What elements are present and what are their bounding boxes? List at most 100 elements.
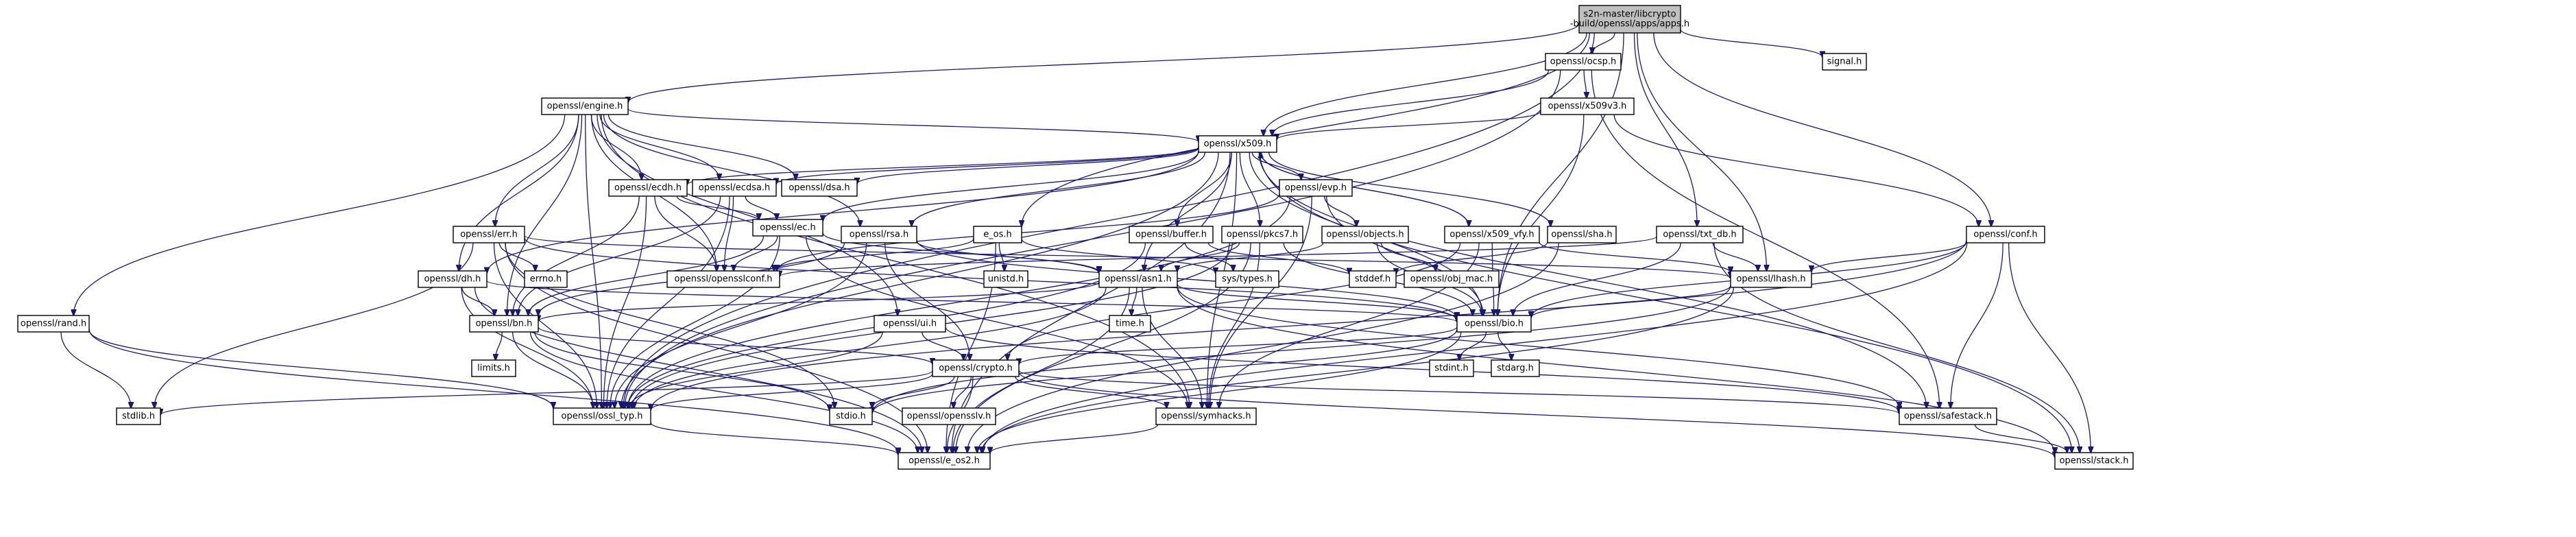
node-box [116, 407, 161, 425]
edge-engine-to-rand [73, 114, 566, 315]
node-buffer[interactable]: openssl/buffer.h [1129, 226, 1214, 243]
node-ocsp[interactable]: openssl/ocsp.h [1545, 53, 1622, 71]
node-time: time.h [1109, 315, 1151, 333]
node-objects[interactable]: openssl/objects.h [1321, 226, 1409, 243]
edge-x509-to-pkcs7 [1239, 152, 1260, 226]
edge-sha-to-stddef [1396, 241, 1548, 274]
node-limits: limits.h [471, 359, 516, 377]
node-txt-db[interactable]: openssl/txt_db.h [1656, 226, 1744, 243]
node-box [1155, 407, 1257, 425]
node-e-os[interactable]: e_os.h [973, 226, 1022, 243]
node-box [781, 179, 858, 197]
node-box [2054, 452, 2134, 470]
node-opensslv[interactable]: openssl/opensslv.h [902, 407, 996, 425]
node-ec[interactable]: openssl/ec.h [752, 219, 823, 237]
node-unistd: unistd.h [983, 270, 1028, 288]
node-ui[interactable]: openssl/ui.h [874, 315, 946, 333]
edge-err-to-errno [498, 242, 535, 271]
edge-crypto-to-stdlib [160, 370, 933, 416]
node-label: e_os.h [983, 230, 1012, 240]
node-label: signal.h [1827, 57, 1862, 67]
node-label: openssl/lhash.h [1736, 274, 1805, 285]
node-symhacks[interactable]: openssl/symhacks.h [1155, 407, 1257, 425]
node-asn1[interactable]: openssl/asn1.h [1098, 270, 1178, 288]
edge-objects-to-asn1 [1177, 242, 1324, 272]
node-engine[interactable]: openssl/engine.h [541, 97, 629, 115]
node-box [1966, 226, 2045, 243]
node-box [471, 359, 516, 377]
edge-x509_vfy-to-crypto [1007, 242, 1461, 360]
edge-crypto-to-stdio [872, 376, 955, 408]
node-box [17, 315, 90, 333]
node-rand[interactable]: openssl/rand.h [17, 315, 90, 333]
node-box [1198, 135, 1277, 153]
node-label: openssl/e_os2.h [908, 456, 980, 466]
edge-ui-to-safestack [945, 326, 1899, 412]
edge-txt_db-to-opensslconf [780, 236, 1657, 276]
node-box [469, 315, 539, 333]
node-crypto[interactable]: openssl/crypto.h [932, 359, 1020, 377]
edge-ocsp-to-safestack [1591, 69, 1939, 408]
node-sha[interactable]: openssl/sha.h [1547, 226, 1617, 243]
node-stack[interactable]: openssl/stack.h [2054, 452, 2134, 470]
edge-x509-to-ecdh [687, 146, 1199, 185]
node-x509[interactable]: openssl/x509.h [1198, 135, 1277, 153]
node-x509v3[interactable]: openssl/x509v3.h [1540, 97, 1635, 115]
edge-ecdh-to-ossl_typ [603, 195, 647, 408]
edge-x509-to-dsa [857, 147, 1199, 184]
node-box [453, 226, 525, 243]
edge-bn-to-ossl_typ [512, 331, 594, 408]
edge-x509-to-rsa [912, 152, 1206, 226]
edge-apps_h-to-x509 [1264, 32, 1587, 136]
edge-crypto-to-safestack [1018, 370, 1899, 414]
node-label: openssl/ocsp.h [1550, 57, 1616, 67]
edge-ocsp-to-x509v3 [1583, 69, 1587, 98]
node-label: openssl/bn.h [476, 319, 533, 329]
edge-txt_db-to-bio [1513, 242, 1681, 315]
node-e-os2[interactable]: openssl/e_os2.h [898, 452, 991, 470]
edge-apps_h-to-ocsp [1592, 32, 1615, 53]
node-evp[interactable]: openssl/evp.h [1279, 179, 1353, 197]
node-box [983, 270, 1028, 288]
edge-x509-to-ecdsa [776, 147, 1199, 184]
node-x509-vfy[interactable]: openssl/x509_vfy.h [1444, 226, 1540, 243]
node-ossl-typ[interactable]: openssl/ossl_typ.h [553, 407, 651, 425]
node-obj-mac[interactable]: openssl/obj_mac.h [1404, 270, 1500, 288]
edge-bn-to-crypto [538, 326, 932, 364]
node-box [1491, 359, 1540, 377]
node-opensslconf[interactable]: openssl/opensslconf.h [666, 270, 780, 288]
node-label: stddef.h [1355, 274, 1391, 285]
node-box [1279, 179, 1353, 197]
node-box [902, 407, 996, 425]
edge-objects-to-obj_mac [1380, 242, 1435, 271]
node-stdint: stdint.h [1429, 359, 1474, 377]
node-bio[interactable]: openssl/bio.h [1456, 315, 1532, 333]
node-conf[interactable]: openssl/conf.h [1966, 226, 2045, 243]
edge-x509v3-to-x509 [1277, 110, 1541, 140]
node-box [608, 179, 688, 197]
node-pkcs7[interactable]: openssl/pkcs7.h [1221, 226, 1303, 243]
node-safestack[interactable]: openssl/safestack.h [1899, 407, 1997, 425]
node-label: openssl/conf.h [1973, 230, 2037, 240]
node-lhash[interactable]: openssl/lhash.h [1730, 270, 1812, 288]
node-box [829, 407, 873, 425]
node-rsa[interactable]: openssl/rsa.h [841, 226, 917, 243]
node-label: openssl/txt_db.h [1663, 230, 1736, 240]
node-bn[interactable]: openssl/bn.h [469, 315, 539, 333]
node-box [932, 359, 1020, 377]
edge-apps_h-to-conf [1653, 32, 1991, 226]
edge-engine-to-bn [507, 114, 583, 315]
edge-x509v3-to-conf [1613, 114, 1979, 226]
node-stddef: stddef.h [1349, 270, 1397, 288]
node-label: openssl/x509v3.h [1548, 102, 1627, 112]
node-label: limits.h [477, 363, 510, 374]
node-err[interactable]: openssl/err.h [453, 226, 525, 243]
edge-asn1-to-bio [1177, 283, 1457, 319]
edge-pkcs7-to-symhacks [1209, 242, 1260, 408]
node-ecdh[interactable]: openssl/ecdh.h [608, 179, 688, 197]
node-box [1547, 226, 1617, 243]
node-label: sys/types.h [1222, 274, 1273, 285]
node-dh[interactable]: openssl/dh.h [418, 270, 487, 288]
node-ecdsa[interactable]: openssl/ecdsa.h [692, 179, 777, 197]
